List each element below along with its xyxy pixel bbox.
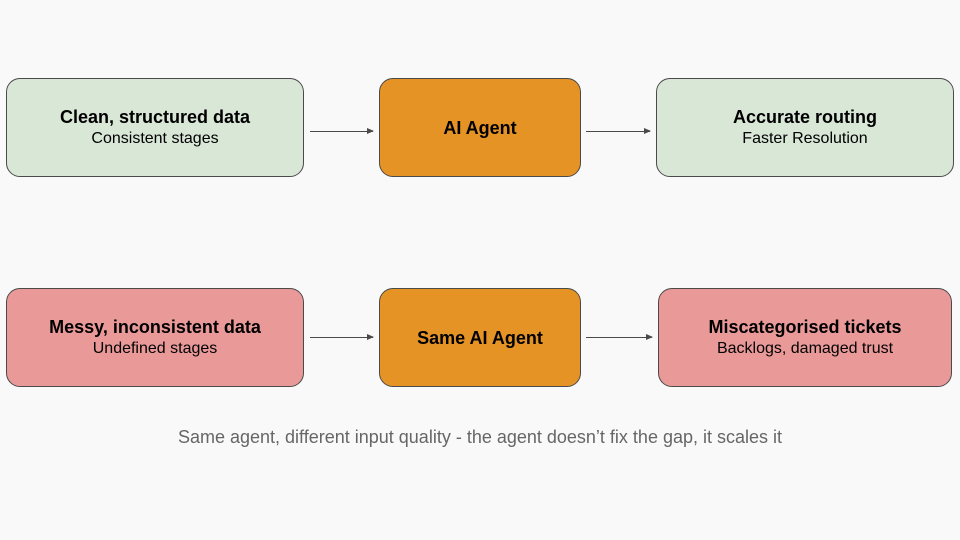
messy-data-box: Messy, inconsistent data Undefined stage… [6, 288, 304, 387]
arrow-agent-to-miscategorised [586, 334, 653, 340]
ai-agent-title: AI Agent [443, 117, 517, 138]
arrow-agent-to-routing [586, 128, 651, 134]
same-ai-agent-title: Same AI Agent [417, 327, 543, 348]
miscategorised-tickets-box: Miscategorised tickets Backlogs, damaged… [658, 288, 952, 387]
arrow-clean-to-agent [310, 128, 374, 134]
ai-agent-box: AI Agent [379, 78, 581, 177]
messy-data-title: Messy, inconsistent data [49, 316, 261, 337]
clean-data-box: Clean, structured data Consistent stages [6, 78, 304, 177]
miscategorised-tickets-title: Miscategorised tickets [708, 316, 902, 337]
clean-data-title: Clean, structured data [59, 106, 251, 127]
arrow-messy-to-agent [310, 334, 374, 340]
accurate-routing-box: Accurate routing Faster Resolution [656, 78, 954, 177]
messy-data-subtitle: Undefined stages [92, 339, 218, 357]
same-ai-agent-box: Same AI Agent [379, 288, 581, 387]
accurate-routing-subtitle: Faster Resolution [742, 129, 868, 147]
caption-text: Same agent, different input quality - th… [177, 427, 783, 447]
accurate-routing-title: Accurate routing [732, 106, 878, 127]
clean-data-subtitle: Consistent stages [91, 129, 219, 147]
miscategorised-tickets-subtitle: Backlogs, damaged trust [716, 339, 894, 357]
